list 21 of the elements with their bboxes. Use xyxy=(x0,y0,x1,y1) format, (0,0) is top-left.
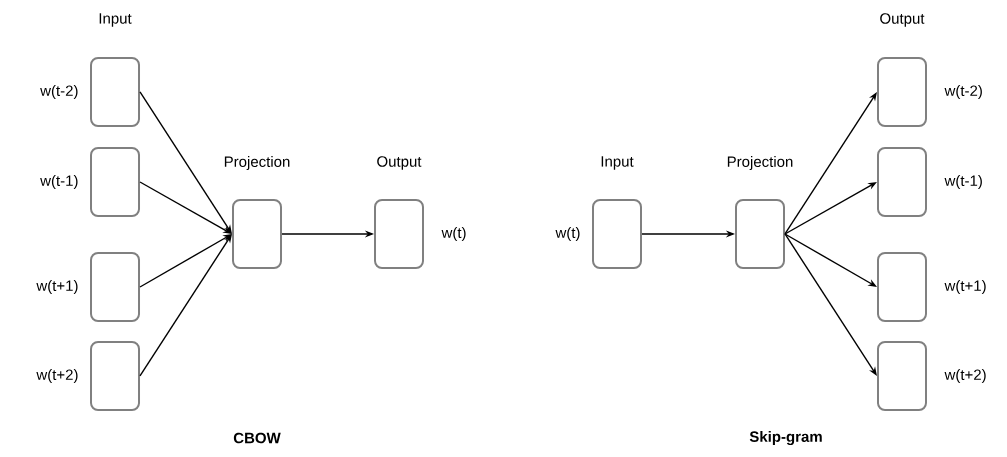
arrow xyxy=(784,182,877,235)
box xyxy=(232,199,282,269)
arrow xyxy=(139,234,232,288)
word-label: w(t-1) xyxy=(944,175,982,189)
word-label: w(t-2) xyxy=(944,85,982,99)
word-label: w(t) xyxy=(441,227,466,241)
word-label: w(t-1) xyxy=(40,175,78,189)
arrow xyxy=(784,233,877,287)
word-label: w(t+1) xyxy=(944,280,986,294)
word-label: w(t+1) xyxy=(36,280,78,294)
word-label: w(t+2) xyxy=(36,369,78,383)
word-label: w(t+2) xyxy=(944,369,986,383)
panel-caption: CBOW xyxy=(233,432,281,444)
arrow xyxy=(139,181,232,234)
arrow xyxy=(784,233,877,376)
box xyxy=(735,199,785,269)
word-label: w(t-2) xyxy=(40,85,78,99)
arrow xyxy=(139,234,232,377)
arrow xyxy=(139,91,232,234)
arrow xyxy=(784,92,877,235)
word-label: w(t) xyxy=(555,227,580,241)
